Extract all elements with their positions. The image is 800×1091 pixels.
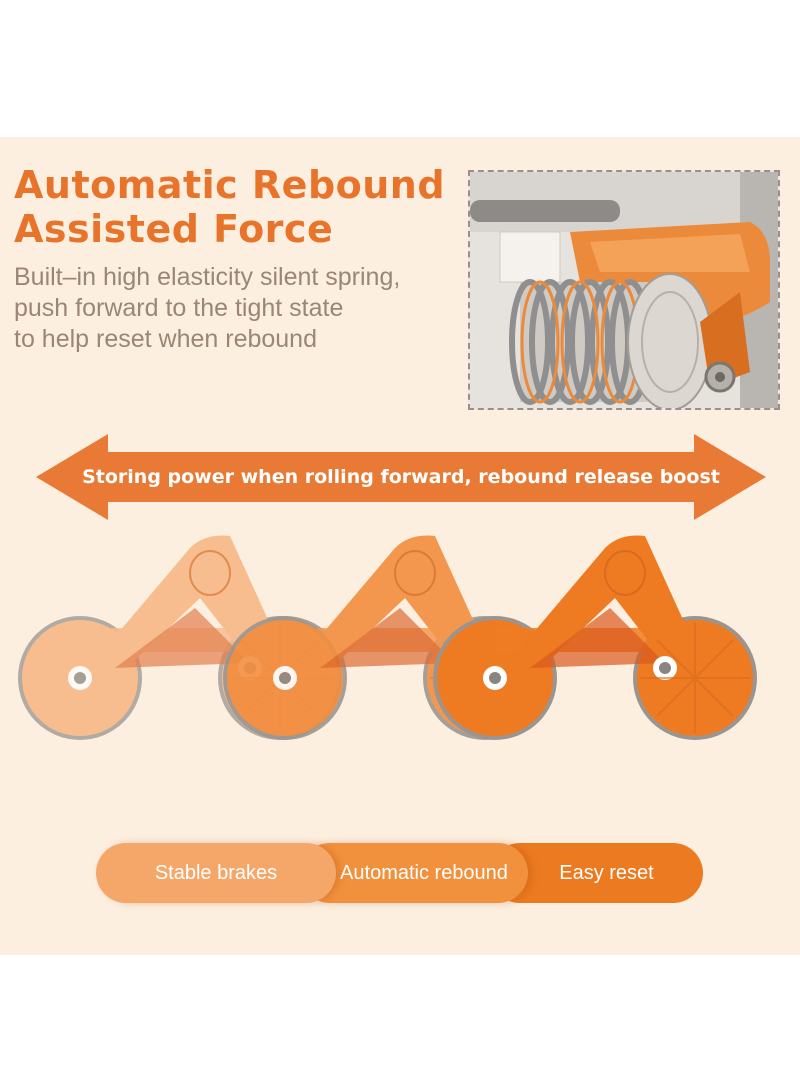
feature-label: Stable brakes	[154, 861, 278, 884]
arrow-banner-text: Storing power when rolling forward, rebo…	[82, 466, 720, 488]
description-line-3: to help reset when rebound	[14, 325, 317, 353]
feature-label: Easy reset	[559, 861, 654, 884]
ab-roller-illustration	[17, 534, 758, 741]
description: Built–in high elasticity silent spring, …	[14, 262, 464, 355]
description-line-1: Built–in high elasticity silent spring,	[14, 263, 401, 291]
title-line-1: Automatic Rebound	[14, 163, 446, 207]
description-line-2: push forward to the tight state	[14, 294, 344, 322]
feature-stable-brakes: Stable brakes	[96, 843, 336, 903]
double-arrow-banner	[36, 434, 766, 520]
spring-closeup-image	[468, 170, 780, 410]
feature-automatic-rebound: Automatic rebound	[300, 843, 528, 903]
page-title: Automatic Rebound Assisted Force	[14, 163, 454, 251]
feature-label: Automatic rebound	[340, 861, 508, 884]
roller-position-3	[432, 534, 758, 741]
spring-closeup-illustration	[470, 172, 778, 408]
title-line-2: Assisted Force	[14, 207, 334, 251]
